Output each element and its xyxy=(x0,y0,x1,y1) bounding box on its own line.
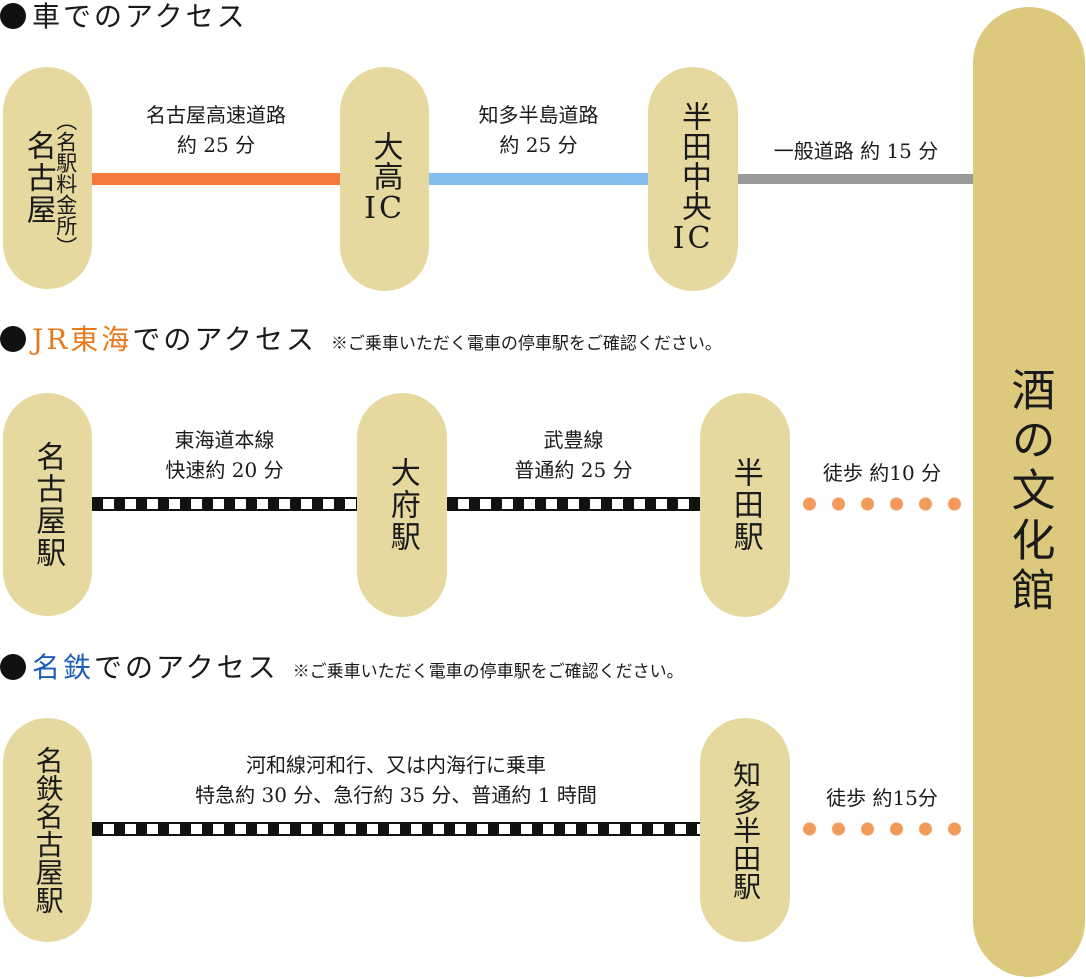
car-seg1-time: 約 25 分 xyxy=(176,133,256,157)
jr-node-obu-station: 大府駅 xyxy=(357,393,447,617)
jr-heading-accent: JR東海 xyxy=(32,323,133,356)
meitetsu-node-nagoya-station: 名鉄名古屋駅 xyxy=(3,718,92,942)
bullet-dot xyxy=(0,3,26,29)
meitetsu-node-chita-handa-label: 知多半田駅 xyxy=(729,760,763,900)
car-access-heading: 車でのアクセス xyxy=(0,0,248,34)
meitetsu-node-nagoya-label: 名鉄名古屋駅 xyxy=(31,746,65,914)
jr-seg2-label: 武豊線 普通約 25 分 xyxy=(447,425,700,485)
rail-tokaido-line xyxy=(92,497,357,511)
car-seg3-text: 一般道路 約 15 分 xyxy=(773,139,939,163)
jr-seg3-text: 徒歩 約10 分 xyxy=(822,461,942,485)
jr-seg1-name: 東海道本線 xyxy=(174,428,275,452)
car-node-odaka-ic-label: IC xyxy=(364,191,405,226)
car-seg1-name: 名古屋高速道路 xyxy=(146,103,286,127)
car-seg2-time: 約 25 分 xyxy=(499,133,578,157)
jr-seg3-label: 徒歩 約10 分 xyxy=(790,458,974,488)
rail-taketoyo-line xyxy=(447,497,700,511)
meitetsu-heading-accent: 名鉄 xyxy=(32,651,95,684)
jr-node-nagoya-label: 名古屋駅 xyxy=(30,440,66,569)
car-node-nagoya-label: 名古屋 xyxy=(20,130,56,226)
jr-seg1-label: 東海道本線 快速約 20 分 xyxy=(92,425,357,485)
meitetsu-seg1-label: 河和線河和行、又は内海行に乗車 特急約 30 分、急行約 35 分、普通約 1 … xyxy=(92,750,700,810)
car-seg1-label: 名古屋高速道路 約 25 分 xyxy=(92,100,340,160)
walk-dots-jr xyxy=(795,497,970,511)
car-seg3-label: 一般道路 約 15 分 xyxy=(738,136,974,166)
bullet-dot xyxy=(0,326,26,352)
route-chita-peninsula-road xyxy=(429,173,648,185)
car-node-handa-ic-label: IC xyxy=(672,221,714,256)
meitetsu-seg2-text: 徒歩 約15分 xyxy=(826,786,938,810)
rail-kowa-line xyxy=(92,822,700,836)
car-node-handa-label: 半田中央 xyxy=(676,101,711,221)
route-general-road xyxy=(738,174,974,184)
jr-seg2-time: 普通約 25 分 xyxy=(514,458,633,482)
meitetsu-node-chita-handa-station: 知多半田駅 xyxy=(700,718,790,942)
destination-sake-museum: 酒の文化館 xyxy=(973,7,1085,977)
destination-label: 酒の文化館 xyxy=(1003,367,1055,617)
meitetsu-seg1-name: 河和線河和行、又は内海行に乗車 xyxy=(246,753,546,777)
meitetsu-seg2-label: 徒歩 約15分 xyxy=(790,783,974,813)
car-node-handa-chuo-ic: 半田中央 IC xyxy=(648,67,738,291)
jr-node-handa-station: 半田駅 xyxy=(700,393,790,617)
meitetsu-note: ※ご乗車いただく電車の停車駅をご確認ください。 xyxy=(292,662,684,682)
car-seg2-name: 知多半島道路 xyxy=(478,103,599,127)
jr-node-handa-label: 半田駅 xyxy=(727,457,763,553)
route-nagoya-expressway xyxy=(92,173,340,185)
car-heading-text: 車でのアクセス xyxy=(32,0,248,33)
meitetsu-access-heading: 名鉄でのアクセス ※ご乗車いただく電車の停車駅をご確認ください。 xyxy=(0,651,684,689)
car-seg2-label: 知多半島道路 約 25 分 xyxy=(429,100,648,160)
car-node-odaka-label: 大高 xyxy=(367,131,403,191)
jr-seg1-time: 快速約 20 分 xyxy=(165,458,284,482)
meitetsu-heading-text: でのアクセス xyxy=(94,651,279,684)
car-node-odaka-ic: 大高 IC xyxy=(340,67,429,291)
bullet-dot xyxy=(0,654,26,680)
jr-seg2-name: 武豊線 xyxy=(543,428,604,452)
meitetsu-seg1-time: 特急約 30 分、急行約 35 分、普通約 1 時間 xyxy=(195,783,597,807)
car-node-nagoya: 名古屋 （名駅料金所） xyxy=(3,67,92,289)
jr-access-heading: JR東海でのアクセス ※ご乗車いただく電車の停車駅をご確認ください。 xyxy=(0,323,722,361)
jr-note: ※ご乗車いただく電車の停車駅をご確認ください。 xyxy=(330,334,722,354)
walk-dots-meitetsu xyxy=(795,822,970,836)
jr-node-obu-label: 大府駅 xyxy=(384,457,420,553)
car-node-nagoya-sub: （名駅料金所） xyxy=(53,109,78,257)
jr-heading-text: でのアクセス xyxy=(132,323,317,356)
jr-node-nagoya-station: 名古屋駅 xyxy=(3,393,92,616)
